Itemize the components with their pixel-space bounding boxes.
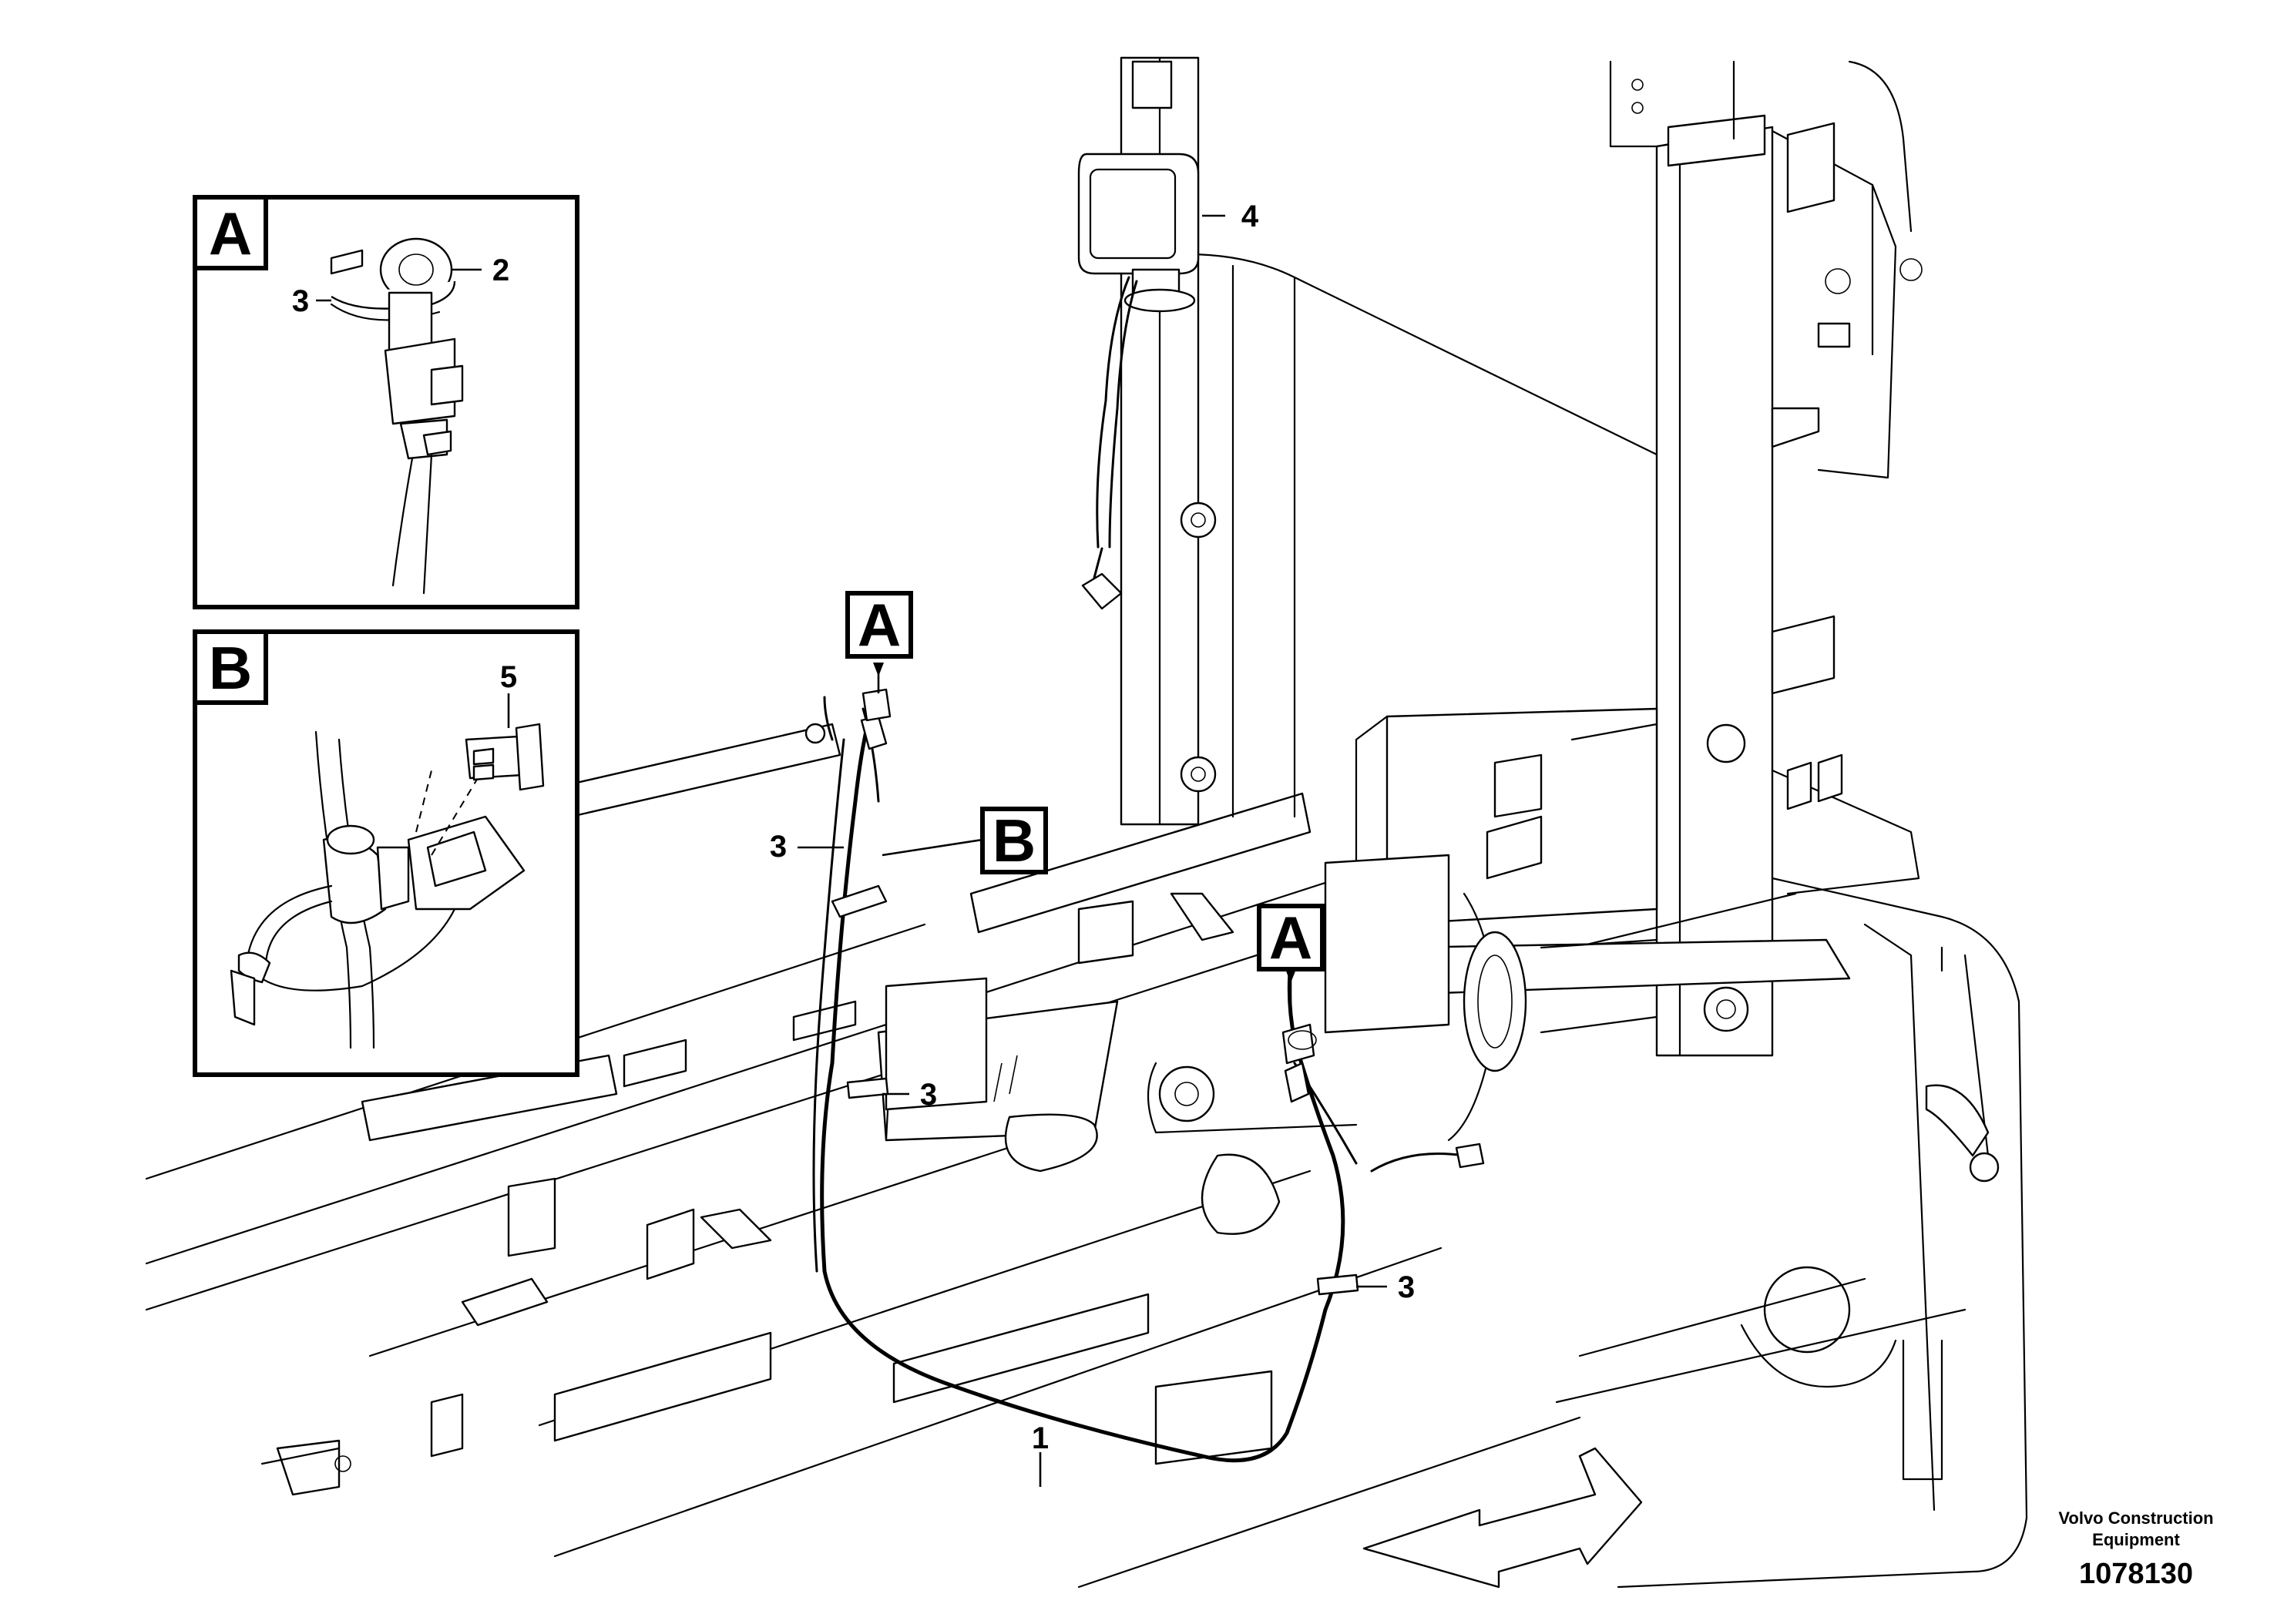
detail-view-a-letter: A [209, 200, 252, 267]
callout-tag-b-letter: B [992, 807, 1036, 874]
callout-tag-a-top: A [845, 591, 913, 659]
callout-3-upper: 3 [770, 830, 787, 864]
callout-2-detail-a: 2 [492, 253, 509, 287]
brand-name-line2: Equipment [2092, 1530, 2180, 1549]
callout-tag-a-mid-letter: A [1269, 904, 1312, 971]
callout-3-detail-a: 3 [292, 284, 309, 318]
detail-view-b: B [193, 629, 579, 1077]
callout-tag-a-top-letter: A [858, 591, 901, 659]
document-number: 1078130 [2079, 1558, 2193, 1590]
callout-tag-b: B [980, 807, 1048, 874]
detail-view-b-letter: B [209, 634, 252, 702]
direction-arrow-icon [1362, 1447, 1643, 1589]
callout-3-middle: 3 [920, 1078, 937, 1112]
callout-4: 4 [1241, 200, 1259, 233]
callout-tag-a-mid: A [1257, 904, 1325, 971]
detail-view-a: A [193, 195, 579, 609]
machine-frame-drawing [145, 56, 2028, 1589]
callout-3-lower: 3 [1398, 1270, 1415, 1304]
leader-lines [798, 214, 1387, 1487]
leader-arrowheads [873, 663, 1296, 983]
wiring-harness-1 [804, 688, 1485, 1463]
callout-5-detail-b: 5 [500, 660, 517, 694]
work-light-4 [1077, 153, 1200, 610]
callout-1: 1 [1032, 1421, 1049, 1455]
brand-name-line1: Volvo Construction [2058, 1508, 2213, 1528]
